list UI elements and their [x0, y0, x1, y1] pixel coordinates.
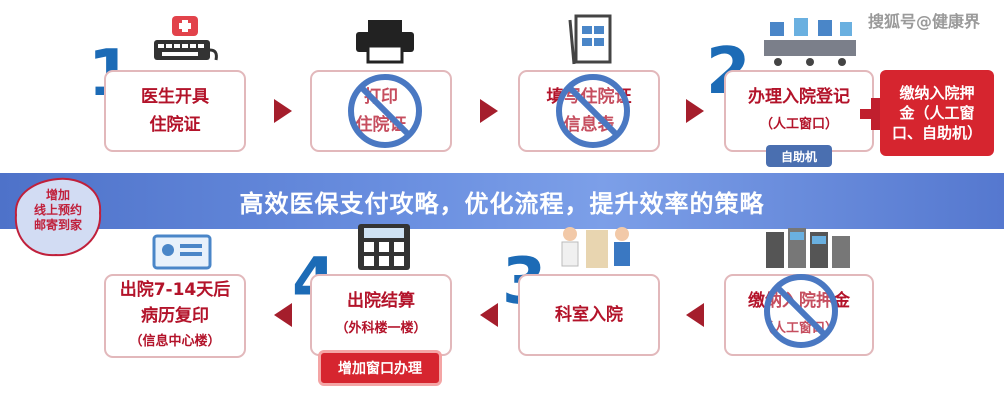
- add-window-box: 增加窗口办理: [318, 350, 442, 386]
- deposit-label: 金（人工窗: [899, 104, 975, 122]
- mail-label: 线上预约: [33, 203, 82, 217]
- calculator-icon: [358, 224, 410, 270]
- printer-icon: [356, 20, 414, 64]
- step-label: （外科楼一楼）: [335, 321, 427, 336]
- step-ward-admission-box: 科室入院: [518, 274, 660, 356]
- keyboard-medical-icon: [154, 16, 218, 61]
- step-label: 科室入院: [555, 305, 623, 325]
- mail-label: 增加: [45, 188, 70, 202]
- doctor-nurse-icon: [561, 227, 630, 268]
- arrow-right-icon: [480, 99, 498, 123]
- arrow-left-icon: [274, 303, 292, 327]
- step-print-box: 打印 住院证: [310, 70, 452, 152]
- plus-icon: [860, 98, 892, 130]
- step-registration-box: 办理入院登记 （人工窗口）: [724, 70, 874, 152]
- step-doctor-issue-box: 医生开具 住院证: [104, 70, 246, 152]
- id-card-icon: [152, 234, 212, 270]
- step-label: 病历复印: [141, 306, 209, 326]
- arrow-right-icon: [686, 99, 704, 123]
- prohibited-icon: [556, 74, 630, 148]
- step-discharge-settlement-box: 出院结算 （外科楼一楼）: [310, 274, 452, 356]
- deposit-label: 缴纳入院押: [899, 84, 975, 102]
- self-service-badge: 自助机: [766, 145, 832, 167]
- step-label: （人工窗口）: [759, 117, 838, 132]
- mail-badge-icon: [14, 177, 102, 257]
- arrow-right-icon: [274, 99, 292, 123]
- form-icon: [568, 14, 612, 65]
- arrow-left-icon: [686, 303, 704, 327]
- prohibited-icon: [348, 74, 422, 148]
- step-label: 出院结算: [347, 291, 415, 311]
- deposit-alt-box: 缴纳入院押 金（人工窗 口、自助机）: [880, 70, 994, 156]
- mail-badge-text: 增加 线上预约 邮寄到家: [16, 188, 100, 233]
- step-label: 办理入院登记: [748, 87, 850, 107]
- add-window-label: 增加窗口办理: [338, 361, 422, 377]
- step-label: 出院7-14天后: [119, 280, 231, 300]
- banner-title: 高效医保支付攻略，优化流程，提升效率的策略: [239, 189, 765, 218]
- prohibited-icon: [764, 274, 838, 348]
- arrow-left-icon: [480, 303, 498, 327]
- deposit-label: 口、自助机）: [891, 124, 982, 142]
- step-label: 住院证: [149, 115, 201, 135]
- title-banner: 高效医保支付攻略，优化流程，提升效率的策略: [0, 173, 1004, 229]
- mail-label: 邮寄到家: [33, 218, 82, 232]
- step-label: （信息中心楼）: [129, 334, 221, 349]
- watermark: 搜狐号@健康界: [867, 12, 980, 31]
- registration-counter-icon: [764, 18, 856, 66]
- payment-machine-icon: [766, 228, 850, 268]
- step-label: 医生开具: [141, 87, 209, 107]
- step-record-copy-box: 出院7-14天后 病历复印 （信息中心楼）: [104, 274, 246, 358]
